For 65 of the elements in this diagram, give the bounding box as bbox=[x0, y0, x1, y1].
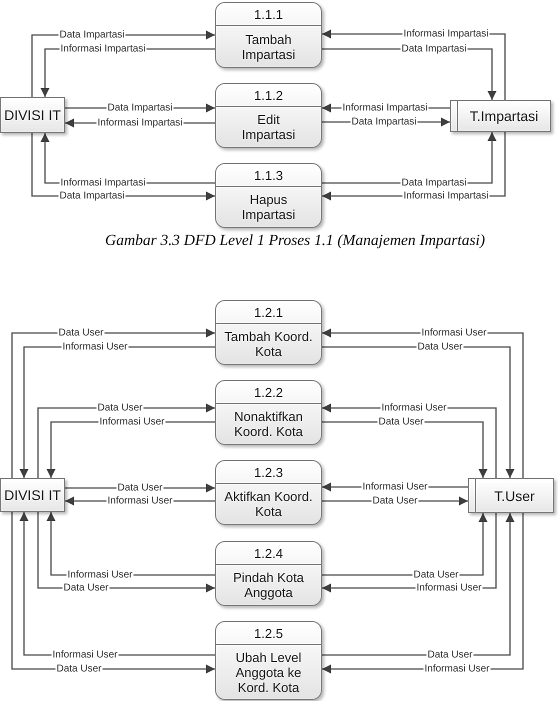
process-box bbox=[215, 163, 322, 228]
edge-label: Data User bbox=[372, 496, 418, 506]
process-box bbox=[215, 300, 322, 365]
data-store-box bbox=[450, 100, 551, 132]
edge-label: Informasi User bbox=[420, 328, 488, 338]
edge-label: Data Impartasi bbox=[58, 190, 126, 202]
data-store-label: T.User bbox=[494, 488, 535, 504]
edge-label: Data Impartasi bbox=[350, 116, 418, 128]
edge-label: Data Impartasi bbox=[106, 102, 174, 114]
edge-label: Informasi User bbox=[62, 342, 128, 352]
process-number: 1.1.1 bbox=[254, 6, 283, 22]
edge-label: Data User bbox=[426, 650, 474, 660]
external-entity-box bbox=[0, 478, 65, 512]
entity-label: DIVISI IT bbox=[4, 107, 61, 123]
process-number: 1.2.4 bbox=[254, 546, 283, 560]
process-box bbox=[215, 541, 322, 606]
edge-label: Informasi Impartasi bbox=[402, 28, 490, 40]
process-number: 1.1.2 bbox=[254, 88, 283, 102]
edge-label: Data Impartasi bbox=[58, 30, 126, 40]
process-name: Hapus Impartasi bbox=[240, 192, 296, 222]
process-name: Pindah Kota Anggota bbox=[232, 570, 305, 600]
process-name: Nonaktifkan Koord. Kota bbox=[233, 409, 304, 439]
process-box bbox=[215, 380, 322, 445]
edge-label: Informasi User bbox=[416, 582, 482, 594]
edge-label: Informasi User bbox=[52, 650, 118, 660]
edge-label: Informasi User bbox=[424, 664, 490, 674]
edge-label: Informasi User bbox=[362, 482, 428, 492]
edge-label: Informasi Impartasi bbox=[59, 44, 147, 54]
process-name: Aktifkan Koord. Kota bbox=[223, 489, 314, 519]
edge-label: Informasi Impartasi bbox=[341, 102, 429, 114]
figure-caption: Gambar 3.3 DFD Level 1 Proses 1.1 (Manajemen Impartasi) bbox=[104, 231, 486, 251]
process-number: 1.2.1 bbox=[254, 304, 283, 320]
edge-label: Data User bbox=[412, 570, 460, 580]
process-box bbox=[215, 621, 322, 700]
edge-label: Data Impartasi bbox=[400, 44, 468, 54]
edge-label: Data User bbox=[58, 328, 104, 338]
edge-label: Data User bbox=[56, 664, 102, 674]
edge-label: Data User bbox=[116, 482, 164, 494]
process-number: 1.2.2 bbox=[254, 384, 283, 400]
edge-label: Informasi User bbox=[106, 496, 174, 506]
edge-label: Data User bbox=[416, 342, 464, 352]
edge-label: Informasi User bbox=[380, 402, 448, 414]
entity-label: DIVISI IT bbox=[4, 487, 61, 503]
data-store-label: T.Impartasi bbox=[470, 108, 538, 124]
external-entity-box bbox=[0, 97, 65, 133]
process-name: Tambah Impartasi bbox=[240, 32, 296, 62]
process-number: 1.1.3 bbox=[254, 168, 283, 182]
edge-label: Data User bbox=[96, 402, 144, 414]
edge-label: Informasi Impartasi bbox=[96, 118, 184, 128]
edge-label: Data User bbox=[62, 582, 110, 594]
edge-label: Informasi Impartasi bbox=[59, 178, 147, 188]
edge-label: Informasi User bbox=[66, 570, 134, 580]
process-name: Edit Impartasi bbox=[240, 112, 296, 142]
process-name: Tambah Koord. Kota bbox=[223, 329, 314, 359]
edge-label: Data Impartasi bbox=[400, 178, 468, 188]
process-box bbox=[215, 2, 322, 68]
process-number: 1.2.5 bbox=[254, 626, 283, 640]
process-number: 1.2.3 bbox=[254, 464, 283, 480]
edge-label: Informasi Impartasi bbox=[402, 190, 490, 202]
process-box bbox=[215, 460, 322, 525]
edge-label: Data User bbox=[378, 416, 424, 428]
process-name: Ubah Level Anggota ke Kord. Kota bbox=[234, 650, 302, 694]
edge-label: Informasi User bbox=[98, 416, 166, 428]
process-box bbox=[215, 83, 322, 148]
data-store-box bbox=[468, 478, 554, 513]
